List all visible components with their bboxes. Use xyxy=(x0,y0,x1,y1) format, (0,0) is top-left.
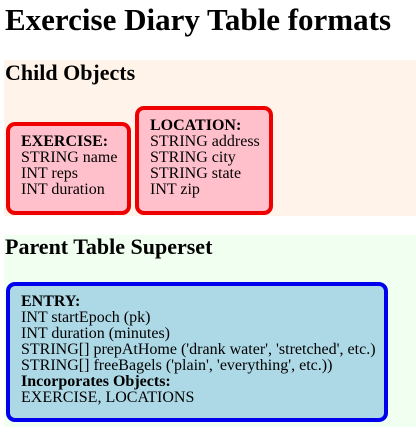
entry-field-prepathome: STRING[] prepAtHome ('drank water', 'str… xyxy=(21,341,376,358)
page-title: Exercise Diary Table formats xyxy=(5,2,392,37)
exercise-field-reps: INT reps xyxy=(21,165,79,182)
exercise-label: EXERCISE: xyxy=(21,133,109,150)
exercise-field-duration: INT duration xyxy=(21,181,105,198)
location-box: LOCATION: STRING address STRING city STR… xyxy=(135,106,273,215)
child-objects-section: Child Objects EXERCISE: STRING name INT … xyxy=(4,60,416,216)
location-field-state: STRING state xyxy=(150,165,242,182)
location-field-address: STRING address xyxy=(150,133,260,150)
exercise-box: EXERCISE: STRING name INT reps INT durat… xyxy=(6,122,131,215)
incorporates-value: EXERCISE, LOCATIONS xyxy=(21,389,195,406)
child-objects-heading: Child Objects xyxy=(5,60,136,85)
location-field-city: STRING city xyxy=(150,149,236,166)
incorporates-label: Incorporates Objects: xyxy=(21,373,171,390)
location-field-zip: INT zip xyxy=(150,181,200,198)
parent-table-heading: Parent Table Superset xyxy=(5,234,213,259)
location-label: LOCATION: xyxy=(150,117,242,134)
entry-field-startepoch: INT startEpoch (pk) xyxy=(21,309,151,326)
entry-field-duration: INT duration (minutes) xyxy=(21,325,171,342)
entry-box: ENTRY: INT startEpoch (pk) INT duration … xyxy=(6,282,388,422)
entry-label: ENTRY: xyxy=(21,293,81,310)
parent-table-section: Parent Table Superset ENTRY: INT startEp… xyxy=(4,234,416,427)
exercise-field-name: STRING name xyxy=(21,149,118,166)
entry-field-freebagels: STRING[] freeBagels ('plain', 'everythin… xyxy=(21,357,333,374)
